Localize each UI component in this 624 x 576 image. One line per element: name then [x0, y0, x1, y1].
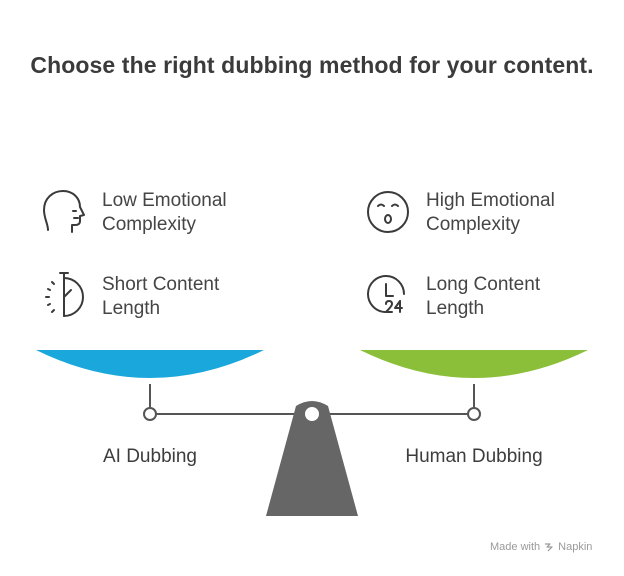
- right-pivot: [467, 407, 481, 421]
- scale-base: [266, 401, 358, 516]
- napkin-logo-icon: [545, 543, 553, 552]
- clock-24-icon: [364, 270, 414, 322]
- credit-prefix: Made with: [490, 541, 541, 553]
- napkin-credit[interactable]: Made with Napkin: [490, 541, 592, 553]
- half-clock-icon: [40, 270, 90, 322]
- left-pan: [36, 350, 264, 378]
- feature-label: Low Emotional Complexity: [102, 190, 227, 235]
- base-pivot: [303, 405, 321, 423]
- feature-short-content-length: Short Content Length: [40, 270, 272, 322]
- feature-label: Long Content Length: [426, 274, 541, 319]
- feature-long-content-length: Long Content Length: [364, 270, 596, 322]
- ai-dubbing-label: AI Dubbing: [102, 446, 197, 467]
- credit-brand: Napkin: [558, 541, 593, 553]
- feature-label: Short Content Length: [102, 274, 220, 319]
- feature-high-emotional-complexity: High Emotional Complexity: [364, 186, 596, 238]
- feature-label: High Emotional Complexity: [426, 190, 555, 235]
- left-pivot: [143, 407, 157, 421]
- right-pan: [360, 350, 588, 378]
- surprised-face-icon: [364, 186, 414, 238]
- face-profile-icon: [40, 186, 90, 238]
- page-title: Choose the right dubbing method for your…: [30, 52, 594, 78]
- human-dubbing-label: Human Dubbing: [405, 446, 543, 467]
- feature-low-emotional-complexity: Low Emotional Complexity: [40, 186, 272, 238]
